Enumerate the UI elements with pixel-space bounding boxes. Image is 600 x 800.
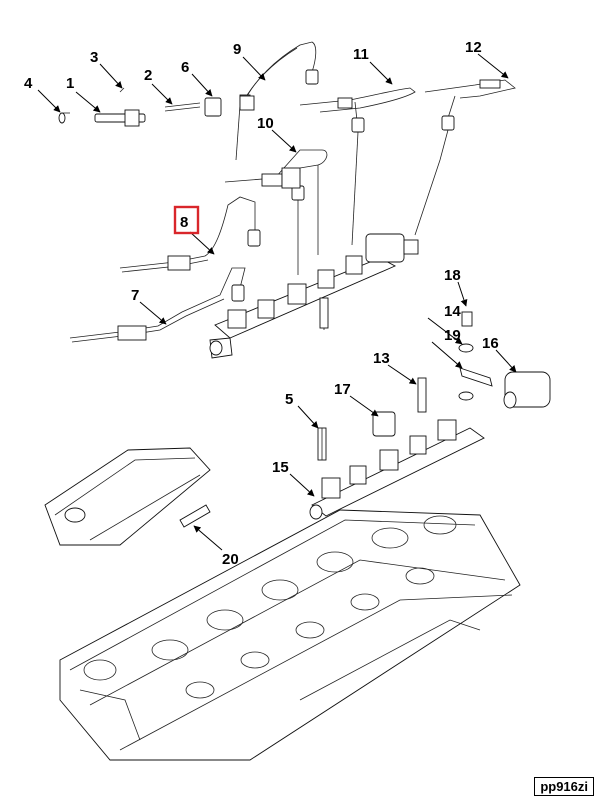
callout-5: 5 xyxy=(285,391,293,408)
callout-1: 1 xyxy=(66,75,74,92)
callout-17: 17 xyxy=(334,381,351,398)
injector-line-8 xyxy=(119,196,261,273)
callout-6: 6 xyxy=(181,59,189,76)
callout-8: 8 xyxy=(180,214,188,231)
callout-labels: 4 1 3 2 6 9 11 12 10 8 7 18 14 19 16 13 … xyxy=(24,39,499,568)
callout-3: 3 xyxy=(90,49,98,66)
callout-18: 18 xyxy=(444,267,461,284)
injector-line-11 xyxy=(299,87,416,133)
callout-13: 13 xyxy=(373,350,390,367)
callout-11: 11 xyxy=(353,46,369,63)
callout-9: 9 xyxy=(233,41,241,58)
injector-line-10 xyxy=(224,149,328,201)
callout-16: 16 xyxy=(482,335,499,352)
callout-arrows xyxy=(37,53,517,551)
callout-2: 2 xyxy=(144,67,152,84)
callout-15: 15 xyxy=(272,459,289,476)
injector-line-7 xyxy=(69,267,246,343)
reference-code-label: pp916zi xyxy=(534,777,594,796)
highlight-box-8 xyxy=(173,205,200,235)
lower-fuel-rail xyxy=(309,311,551,520)
callout-4: 4 xyxy=(24,75,33,92)
callout-20: 20 xyxy=(222,551,239,568)
injector-line-12 xyxy=(424,79,516,131)
valve-cover xyxy=(44,447,211,546)
callout-10: 10 xyxy=(257,115,274,132)
upper-fuel-rail xyxy=(209,233,419,359)
cylinder-head xyxy=(59,509,521,761)
small-parts-top-left xyxy=(58,87,255,127)
callout-7: 7 xyxy=(131,287,139,304)
feed-tubes xyxy=(297,129,449,275)
callout-19: 19 xyxy=(444,327,461,344)
callout-12: 12 xyxy=(465,39,482,56)
callout-14: 14 xyxy=(444,303,461,320)
